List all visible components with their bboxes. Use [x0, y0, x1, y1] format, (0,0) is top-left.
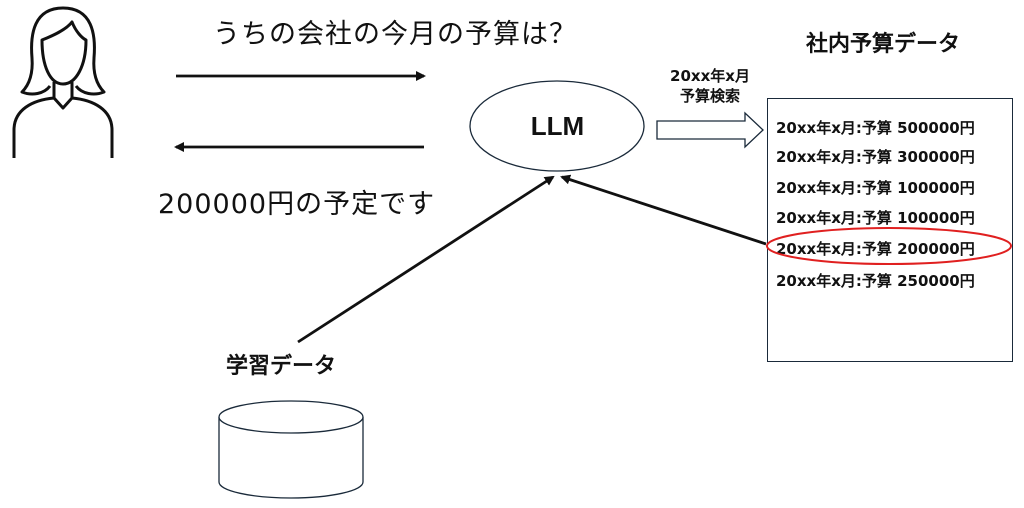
highlight-ellipse: [766, 227, 1012, 265]
budget-row: 20xx年x月:予算 100000円: [776, 179, 975, 197]
retrieval-arrow: [560, 174, 767, 246]
training-arrow: [297, 175, 555, 344]
budget-row: 20xx年x月:予算 300000円: [776, 148, 975, 166]
llm-label: LLM: [530, 110, 585, 141]
internal-budget-table: 20xx年x月:予算 500000円 20xx年x月:予算 300000円 20…: [767, 98, 1013, 362]
budget-row: 20xx年x月:予算 500000円: [776, 119, 975, 137]
budget-row: 20xx年x月:予算 250000円: [776, 272, 975, 290]
internal-db-title: 社内予算データ: [806, 32, 961, 57]
person-icon: [12, 6, 114, 158]
database-cylinder-icon: [218, 400, 364, 499]
search-arrow: [656, 111, 764, 149]
budget-row-highlighted: 20xx年x月:予算 200000円: [776, 240, 975, 258]
search-query-label: 20xx年x月 予算検索: [670, 67, 750, 105]
user-question: うちの会社の今月の予算は？: [213, 19, 577, 50]
training-data-label: 学習データ: [226, 354, 337, 379]
llm-answer: 200000円の予定です: [158, 189, 436, 220]
llm-node: [469, 80, 645, 172]
budget-row: 20xx年x月:予算 100000円: [776, 209, 975, 227]
